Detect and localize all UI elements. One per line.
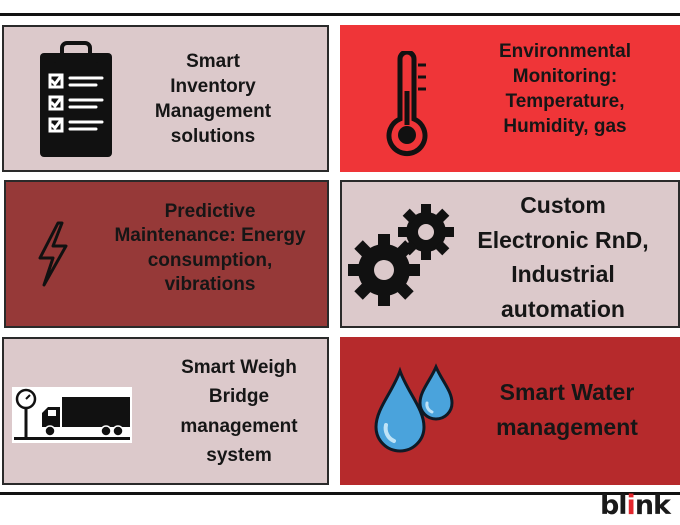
tile-line: Monitoring: <box>512 66 618 88</box>
gears-icon <box>348 204 454 306</box>
tile-line: Management <box>154 101 272 123</box>
tile-line: Environmental <box>499 41 631 62</box>
truck-scale-icon <box>14 388 130 440</box>
tile-line: automation <box>501 295 625 322</box>
tile-text: Predictive Maintenance: Energy consumpti… <box>94 200 326 297</box>
tile-smart-water: Smart Water management <box>340 337 680 485</box>
tile-line: Predictive <box>164 201 256 222</box>
tile-line: Smart <box>186 51 240 72</box>
tile-line: vibrations <box>164 273 256 295</box>
thermometer-icon <box>386 51 428 157</box>
tile-line: solutions <box>170 126 256 148</box>
clipboard-checklist-icon <box>40 41 112 157</box>
tile-text: Smart Inventory Management solutions <box>128 49 298 149</box>
tile-predictive-maintenance: Predictive Maintenance: Energy consumpti… <box>4 180 329 328</box>
tile-text: Environmental Monitoring: Temperature, H… <box>460 39 670 139</box>
tile-line: consumption, <box>147 249 273 271</box>
tile-line: Smart Water <box>499 379 635 405</box>
tile-line: Bridge <box>208 386 270 408</box>
water-drops-icon <box>374 363 454 453</box>
logo-part: i <box>626 490 636 521</box>
tile-line: Industrial <box>511 261 615 287</box>
tile-smart-inventory: Smart Inventory Management solutions <box>2 25 329 172</box>
tile-text: Smart Weigh Bridge management system <box>154 353 324 471</box>
tile-line: Smart Weigh <box>181 357 297 378</box>
tile-line: Temperature, <box>505 91 625 113</box>
tile-line: management <box>180 415 298 437</box>
tile-line: Maintenance: Energy <box>114 225 306 247</box>
tile-line: Humidity, gas <box>503 116 627 138</box>
bottom-rule <box>0 492 680 495</box>
lightning-bolt-icon <box>38 221 68 287</box>
tile-line: management <box>496 413 638 440</box>
blink-logo: blink <box>599 490 671 521</box>
logo-part: bl <box>599 490 628 521</box>
tile-line: system <box>206 445 272 467</box>
tile-line: Inventory <box>170 76 256 98</box>
tile-environmental-monitoring: Environmental Monitoring: Temperature, H… <box>340 25 680 172</box>
tile-line: Electronic RnD, <box>477 226 649 253</box>
tile-custom-electronic-rnd: Custom Electronic RnD, Industrial automa… <box>340 180 680 328</box>
tile-smart-weigh-bridge: Smart Weigh Bridge management system <box>2 337 329 485</box>
tile-text: Custom Electronic RnD, Industrial automa… <box>460 188 666 326</box>
top-rule <box>0 13 680 16</box>
tile-text: Smart Water management <box>462 375 672 444</box>
tile-line: Custom <box>520 192 606 218</box>
logo-part: nk <box>634 490 671 521</box>
